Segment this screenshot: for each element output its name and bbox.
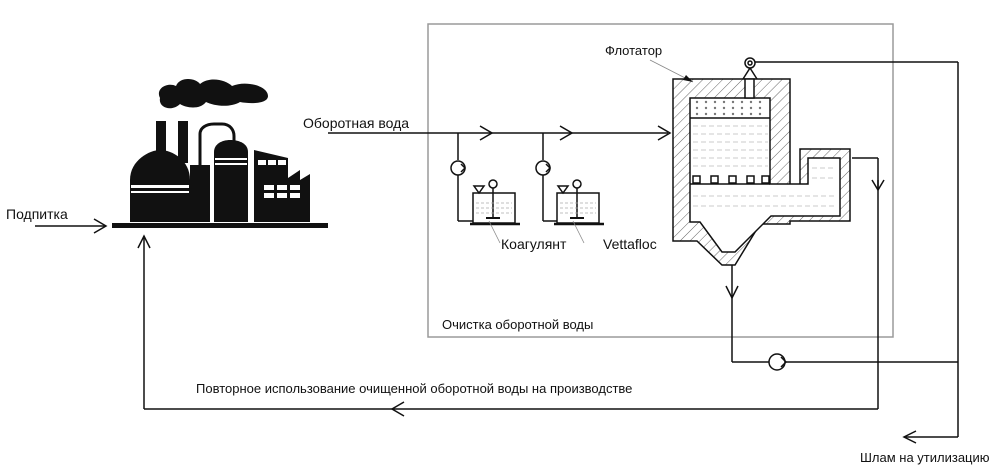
treated-water-line [725, 265, 958, 371]
reuse-line [137, 157, 885, 417]
coagulant-dosing-unit [450, 133, 520, 244]
vettafloc-label: Vettafloc [603, 236, 657, 252]
pump-icon [450, 160, 466, 176]
treatment-box-label: Очистка оборотной воды [442, 317, 594, 332]
circulating-water-line [328, 125, 672, 141]
flocculant-dosing-unit [535, 133, 604, 244]
flotator [672, 57, 958, 266]
reuse-label: Повторное использование очищенной оборот… [196, 381, 633, 396]
pump-icon [535, 160, 551, 176]
treatment-box [427, 23, 894, 338]
sludge-label: Шлам на утилизацию [860, 450, 990, 465]
coagulant-label: Коагулянт [501, 236, 567, 252]
sludge-line [902, 62, 959, 444]
leader-arrow-icon [683, 75, 693, 82]
circulating-water-label: Оборотная вода [303, 115, 410, 131]
pump-icon [768, 353, 786, 371]
flotator-label: Флотатор [605, 43, 663, 58]
factory-icon [112, 79, 328, 228]
makeup-line [35, 218, 108, 234]
makeup-label: Подпитка [6, 206, 68, 222]
